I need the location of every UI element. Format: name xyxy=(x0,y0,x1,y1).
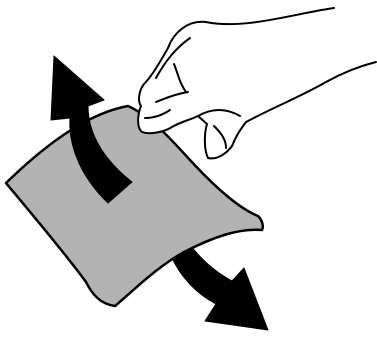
arrow-down-right-icon xyxy=(171,246,268,330)
hand-icon xyxy=(138,8,376,158)
arrow-down-right-shape xyxy=(171,246,268,330)
hand-outline xyxy=(138,8,376,158)
